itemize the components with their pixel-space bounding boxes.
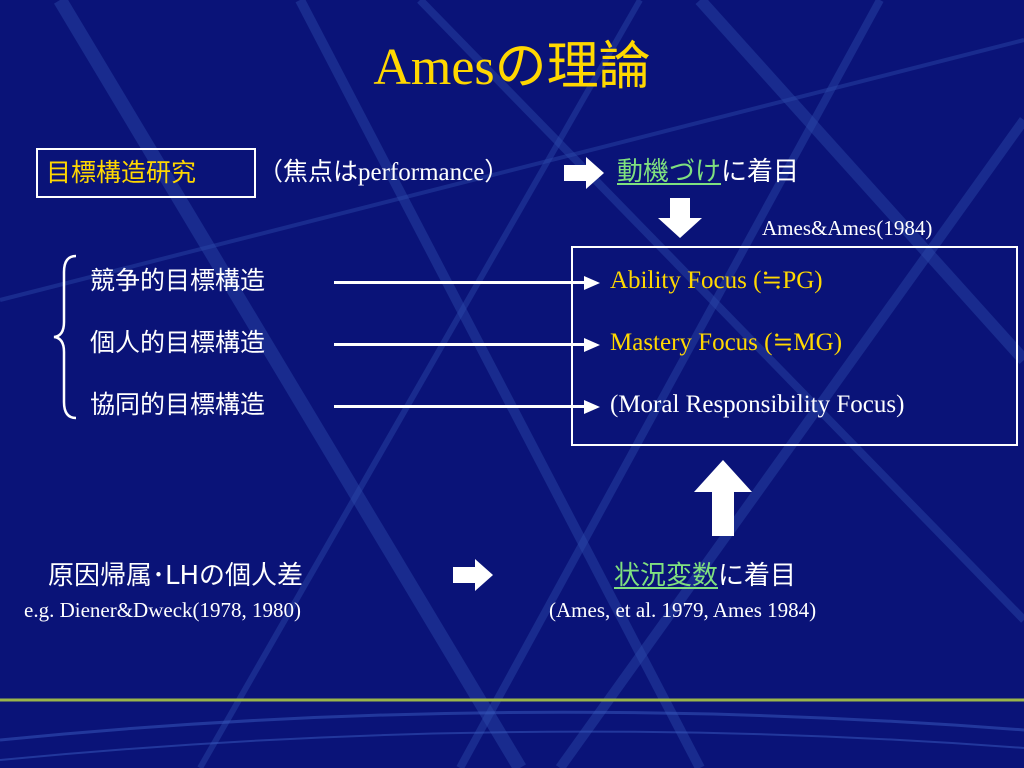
research-label: 目標構造研究 — [46, 158, 197, 187]
situational-emphasis: 状況変数 — [614, 561, 719, 591]
right-arrow-icon — [564, 157, 604, 189]
focus-note: （焦点はperformance） — [258, 159, 510, 186]
motivation-emphasis: 動機づけ — [617, 157, 722, 187]
research-label-box — [36, 148, 256, 198]
attribution-main: 原因帰属･LHの個人差 — [48, 561, 304, 591]
situational-focus: 状況変数に着目 — [614, 563, 796, 589]
focus-mastery: Mastery Focus (≒MG) — [610, 329, 843, 356]
connector-line-1 — [334, 281, 586, 284]
focus-ability: Ability Focus (≒PG) — [610, 267, 823, 294]
situational-citation: (Ames, et al. 1979, Ames 1984) — [549, 598, 817, 622]
left-brace-icon — [53, 254, 77, 420]
structure-individual: 個人的目標構造 — [90, 328, 266, 357]
down-arrow-icon — [658, 198, 702, 238]
arrowhead-icon — [584, 400, 600, 414]
focus-moral: (Moral Responsibility Focus) — [610, 391, 905, 418]
motivation-focus: 動機づけに着目 — [617, 159, 799, 185]
motivation-suffix: に着目 — [721, 157, 800, 187]
connector-line-2 — [334, 343, 586, 346]
structure-cooperative: 協同的目標構造 — [90, 390, 266, 419]
arrowhead-icon — [584, 276, 600, 290]
right-arrow-icon — [453, 559, 493, 591]
structure-competitive: 競争的目標構造 — [90, 266, 266, 295]
arrowhead-icon — [584, 338, 600, 352]
up-arrow-icon — [694, 460, 752, 536]
connector-line-3 — [334, 405, 586, 408]
focus-box — [571, 246, 1018, 446]
ames-citation: Ames&Ames(1984) — [762, 216, 933, 240]
page-title: Amesの理論 — [373, 39, 651, 96]
attribution-citation: e.g. Diener&Dweck(1978, 1980) — [24, 598, 301, 622]
situational-suffix: に着目 — [718, 561, 797, 591]
